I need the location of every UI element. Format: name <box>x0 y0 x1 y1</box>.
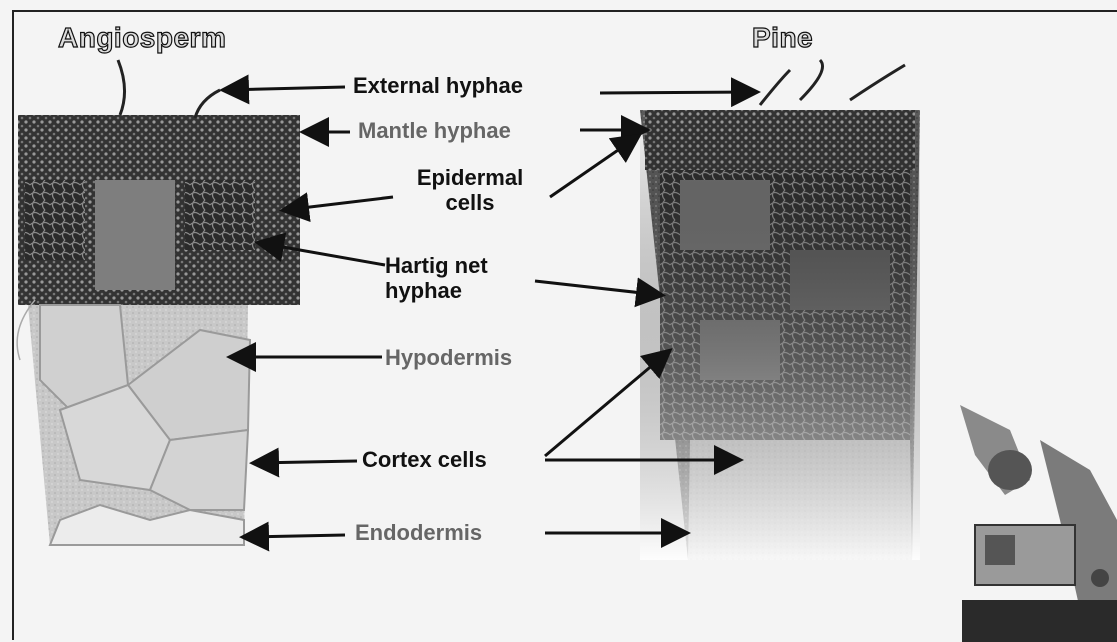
angiosperm-title: Angiosperm <box>58 22 226 54</box>
pine-title: Pine <box>752 22 813 54</box>
cortex-cells-label: Cortex cells <box>362 447 487 472</box>
pine-root <box>640 60 920 560</box>
hypodermis-label: Hypodermis <box>385 345 512 370</box>
external-hyphae-label: External hyphae <box>353 73 523 98</box>
endodermis-label: Endodermis <box>355 520 482 545</box>
epidermal-cells-label: Epidermal cells <box>395 165 545 216</box>
angiosperm-root <box>17 60 300 545</box>
mantle-hyphae-label: Mantle hyphae <box>358 118 511 143</box>
hartig-net-hyphae-label: Hartig net hyphae <box>385 253 545 304</box>
microscope-icon <box>960 405 1117 642</box>
